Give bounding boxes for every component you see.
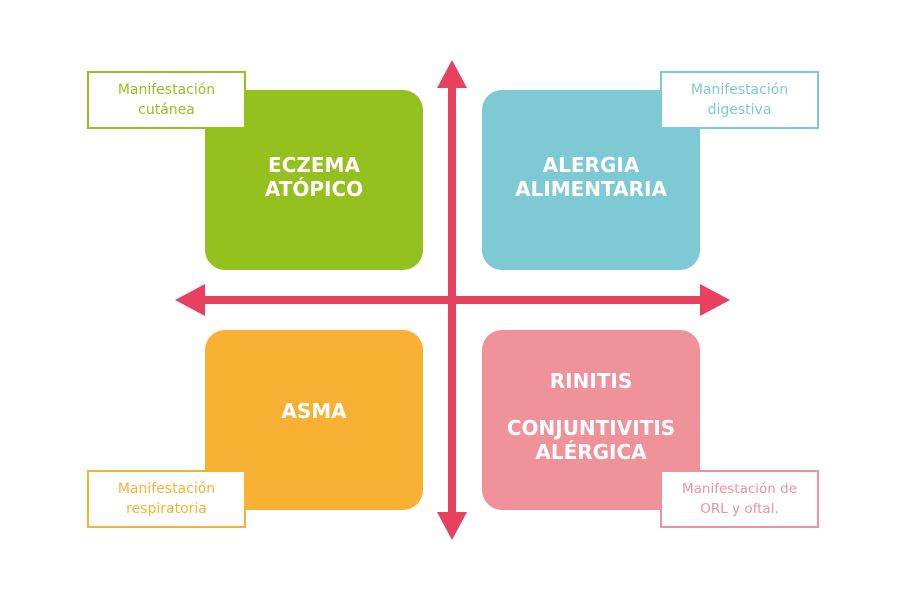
label-manifestacion-respiratoria: Manifestación respiratoria	[87, 470, 246, 528]
horizontal-axis-line	[200, 296, 708, 304]
right-arrowhead	[700, 284, 730, 316]
down-arrowhead	[437, 512, 467, 540]
label-manifestacion-cutanea: Manifestación cutánea	[87, 71, 246, 129]
quadrant-alergia-line-1: ALERGIA	[542, 153, 640, 177]
label-respiratoria-line-2: respiratoria	[126, 501, 207, 517]
label-digestiva-line-2: digestiva	[707, 102, 772, 118]
up-arrowhead	[437, 60, 467, 88]
quadrant-conjuntivitis-line-1: CONJUNTIVITIS	[506, 415, 676, 440]
label-orl-line-1: Manifestación de	[681, 481, 798, 497]
axes-group	[175, 60, 730, 540]
quadrant-asma-line-1: ASMA	[281, 399, 347, 423]
left-arrowhead	[175, 284, 205, 316]
quadrant-eczema: ECZEMA ATÓPICO	[205, 90, 423, 270]
quadrant-conjuntivitis-line-2: ALÉRGICA	[535, 439, 647, 464]
label-cutanea-line-1: Manifestación	[117, 82, 216, 98]
label-manifestacion-orl-oftal: Manifestación de ORL y oftal.	[660, 470, 819, 528]
label-respiratoria-line-1: Manifestación	[117, 481, 216, 497]
label-cutanea-line-2: cutánea	[138, 102, 195, 118]
quadrant-eczema-line-1: ECZEMA	[268, 153, 360, 177]
label-digestiva-line-1: Manifestación	[690, 82, 789, 98]
quadrant-rinitis-line: RINITIS	[549, 368, 633, 393]
label-manifestacion-digestiva: Manifestación digestiva	[660, 71, 819, 129]
label-orl-line-2: ORL y oftal.	[700, 501, 779, 517]
quadrant-eczema-line-2: ATÓPICO	[264, 177, 364, 201]
quadrant-alergia-line-2: ALIMENTARIA	[515, 177, 667, 201]
